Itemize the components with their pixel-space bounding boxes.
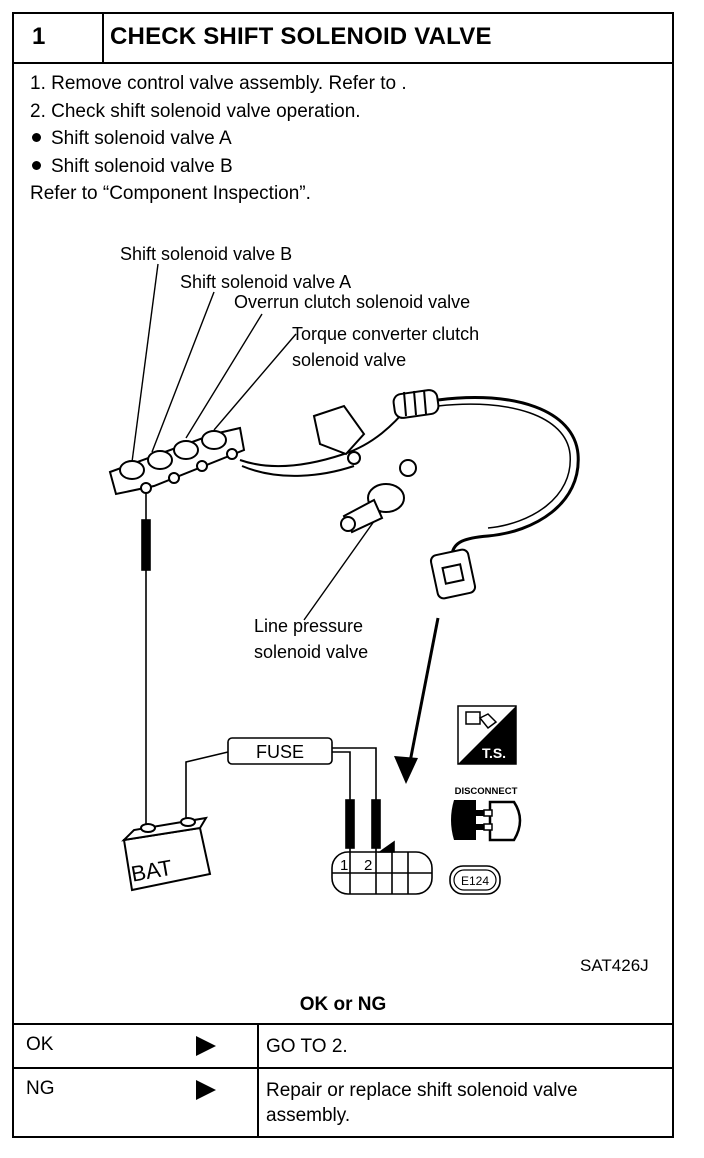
label-line-pressure-2: solenoid valve [254,642,368,662]
result-table: OK GO TO 2. NG Repair or replace shift s… [12,1023,674,1138]
step-title: CHECK SHIFT SOLENOID VALVE [110,23,492,50]
fuse-label: FUSE [256,742,304,762]
connector-face: 1 2 [331,840,433,895]
result-title: OK or NG [299,994,387,1015]
bullet-text-b: Shift solenoid valve B [51,155,233,177]
solenoid-assembly-illustration [108,389,580,600]
instruction-2: 2. Check shift solenoid valve operation. [30,100,361,122]
bullet-text-a: Shift solenoid valve A [51,128,232,149]
label-tcc-solenoid-line-2: solenoid valve [292,350,406,370]
pin-2-label: 2 [364,857,372,874]
connector-number-badge: E124 [449,865,501,895]
result-row-ng: NG Repair or replace shift solenoid valv… [12,1067,674,1138]
header-divider [102,14,104,62]
wiring [141,492,381,852]
instruction-1: 1. Remove control valve assembly. Refer … [30,73,407,94]
connector-number: E124 [461,874,489,888]
leader-tcc [213,333,297,431]
step-header: 1 CHECK SHIFT SOLENOID VALVE [14,14,672,64]
result-action: GO TO 2. [266,1036,348,1057]
battery-symbol: BAT [121,816,212,892]
right-arrow-icon [196,1080,216,1100]
ts-label: T.S. [482,745,506,761]
step-number: 1 [32,23,46,50]
leader-shift-a [151,291,215,453]
leader-overrun [185,313,263,439]
bullet-item-a: Shift solenoid valve A [30,125,407,153]
label-line-pressure-1: Line pressure [254,616,363,636]
result-action: Repair or replace shift solenoid valve a… [266,1080,578,1126]
inspection-step-card: 1 CHECK SHIFT SOLENOID VALVE 1. Remove c… [12,12,674,1138]
disconnect-label: DISCONNECT [455,786,518,797]
result-label: OK [26,1034,54,1055]
bullet-icon [32,133,41,143]
instruction-reference: Refer to “Component Inspection”. [30,183,311,204]
result-row-ok: OK GO TO 2. [12,1023,674,1067]
leader-shift-b [131,263,159,463]
disconnect-icon: DISCONNECT [451,786,522,842]
label-shift-solenoid-a: Shift solenoid valve A [180,272,351,292]
column-divider [257,1025,259,1067]
fuse-symbol: FUSE [227,737,333,765]
label-shift-solenoid-b: Shift solenoid valve B [120,244,292,264]
pin-1-label: 1 [340,857,348,874]
leader-line-pressure [303,509,383,621]
pointer-arrow [394,617,440,784]
result-label: NG [26,1078,55,1099]
right-arrow-icon [196,1036,216,1056]
solenoid-wiring-diagram: FUSE BAT 1 2 T.S. [108,244,649,975]
tech-service-icon: T.S. [457,705,517,765]
label-tcc-solenoid-line-1: Torque converter clutch [292,324,479,344]
label-overrun-solenoid: Overrun clutch solenoid valve [234,292,470,312]
column-divider [257,1069,259,1138]
figure-code: SAT426J [580,956,649,975]
bullet-item-b: Shift solenoid valve B [30,153,407,181]
instruction-list: 1. Remove control valve assembly. Refer … [30,70,407,208]
bullet-icon [32,160,41,170]
